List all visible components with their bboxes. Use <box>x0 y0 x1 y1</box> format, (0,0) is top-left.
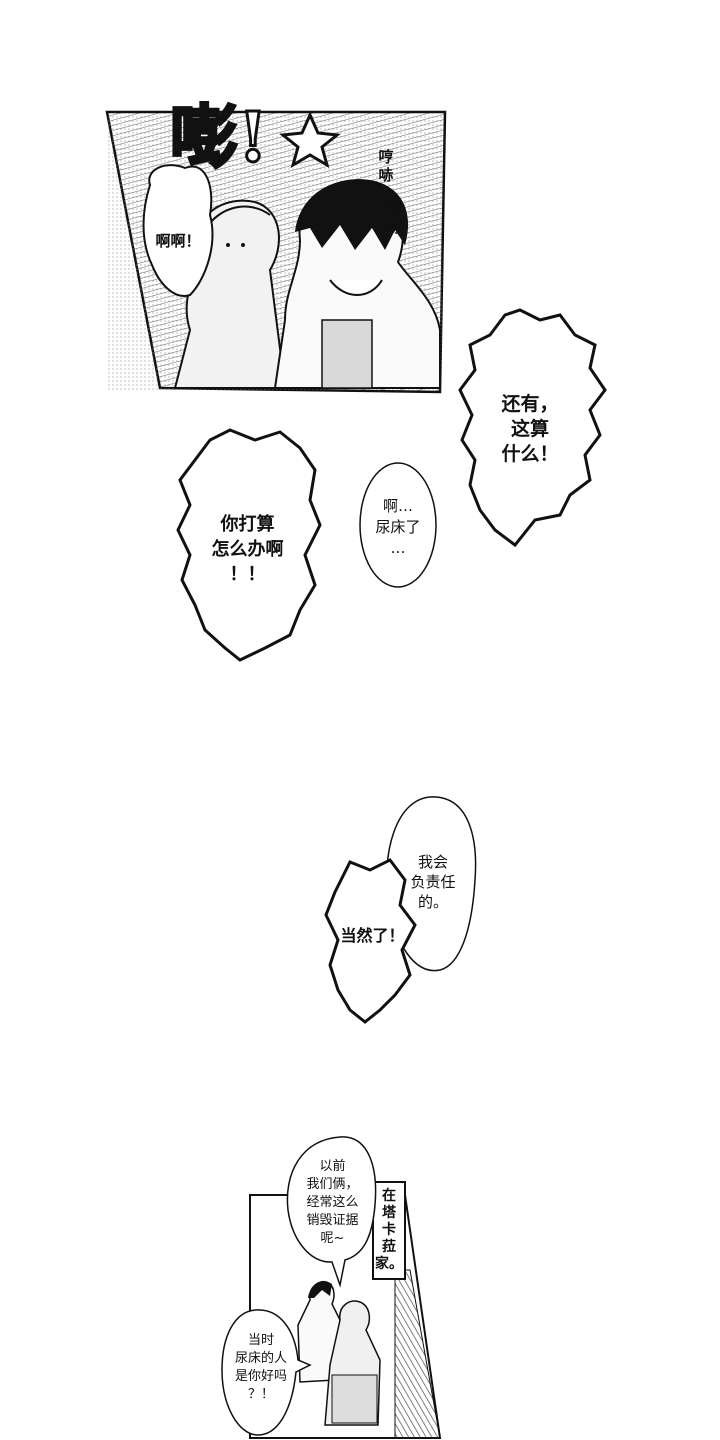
bubble-left-text: 啊啊！ <box>155 232 201 250</box>
panel-bottom-art <box>221 1136 442 1439</box>
dark-hair <box>295 179 409 250</box>
caption-text: 在 塔 卡 菈 家。 <box>375 1188 403 1272</box>
bubble-responsible-text: 我会 负责任 的。 <box>410 853 456 911</box>
bubble-top-shape <box>286 1136 377 1288</box>
sfx-side-text-2: 哼哧 <box>386 200 402 236</box>
bubble-left-shape <box>142 164 214 297</box>
sfx-big-text: 嘭! <box>169 98 270 178</box>
bubble-what-do-text: 你打算 怎么办啊 ！！ <box>211 514 284 585</box>
caption-box <box>372 1181 406 1280</box>
comic-panel-bottom: 在 塔 卡 菈 家。 以前 我们俩， 经常这么 销毁证据 呢~ 当时 尿床的人 … <box>0 1120 720 1440</box>
bubble-jagged-of-course <box>324 858 417 1024</box>
bubble-jagged-whatever <box>458 308 607 548</box>
panel-top-art <box>105 110 447 394</box>
bubble-oval-wet-bed <box>359 462 437 588</box>
sfx-side-text-1: 哼哧 <box>378 148 394 184</box>
bubble-jagged-what-do <box>176 428 322 662</box>
comic-panel-top: 嘭! 哼哧 哼哧 啊啊！ <box>0 0 720 420</box>
bubble-top-text: 以前 我们俩， 经常这么 销毁证据 呢~ <box>306 1159 359 1246</box>
bubble-whatever-text: 还有， 这算 什么！ <box>501 393 559 465</box>
bubble-wet-bed-text: 啊… 尿床了 … <box>375 497 421 557</box>
bubble-bottom-shape <box>221 1309 312 1436</box>
star-sfx <box>279 111 341 169</box>
bubble-of-course-text: 当然了！ <box>340 926 405 945</box>
bubble-bottom-text: 当时 尿床的人 是你好吗 ？！ <box>234 1333 287 1402</box>
